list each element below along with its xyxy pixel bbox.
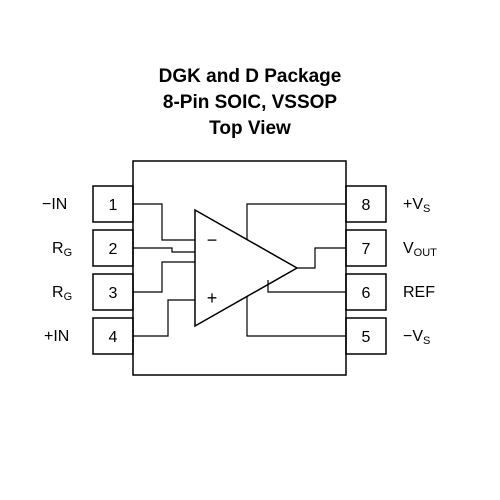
- pin-label-8: +VS: [403, 196, 431, 215]
- pin-number-6: 6: [362, 285, 371, 302]
- pin-label-4: +IN: [44, 328, 70, 345]
- noninverting-input-symbol: +: [207, 288, 218, 308]
- pin-number-8: 8: [362, 197, 371, 214]
- pin-number-3: 3: [109, 285, 118, 302]
- pin-label-1: −IN: [42, 196, 68, 213]
- pin-label-7: VOUT: [403, 240, 437, 259]
- pin-label-5: −VS: [403, 328, 431, 347]
- pin-label-6: REF: [403, 284, 435, 301]
- pin-label-2: RG: [52, 240, 73, 259]
- view-label: Top View: [209, 118, 291, 139]
- opamp-symbol: [194, 208, 299, 328]
- package-title: DGK and D Package: [158, 66, 342, 87]
- pin-number-2: 2: [109, 241, 118, 258]
- pin-number-7: 7: [362, 241, 371, 258]
- pin-label-3: RG: [52, 284, 73, 303]
- package-subtitle: 8-Pin SOIC, VSSOP: [162, 92, 338, 113]
- internal-wiring: [133, 203, 346, 337]
- pin-number-5: 5: [362, 329, 371, 346]
- ic-body: [132, 160, 347, 376]
- inverting-input-symbol: −: [207, 230, 218, 250]
- pin-number-4: 4: [109, 329, 118, 346]
- pin-number-1: 1: [109, 197, 118, 214]
